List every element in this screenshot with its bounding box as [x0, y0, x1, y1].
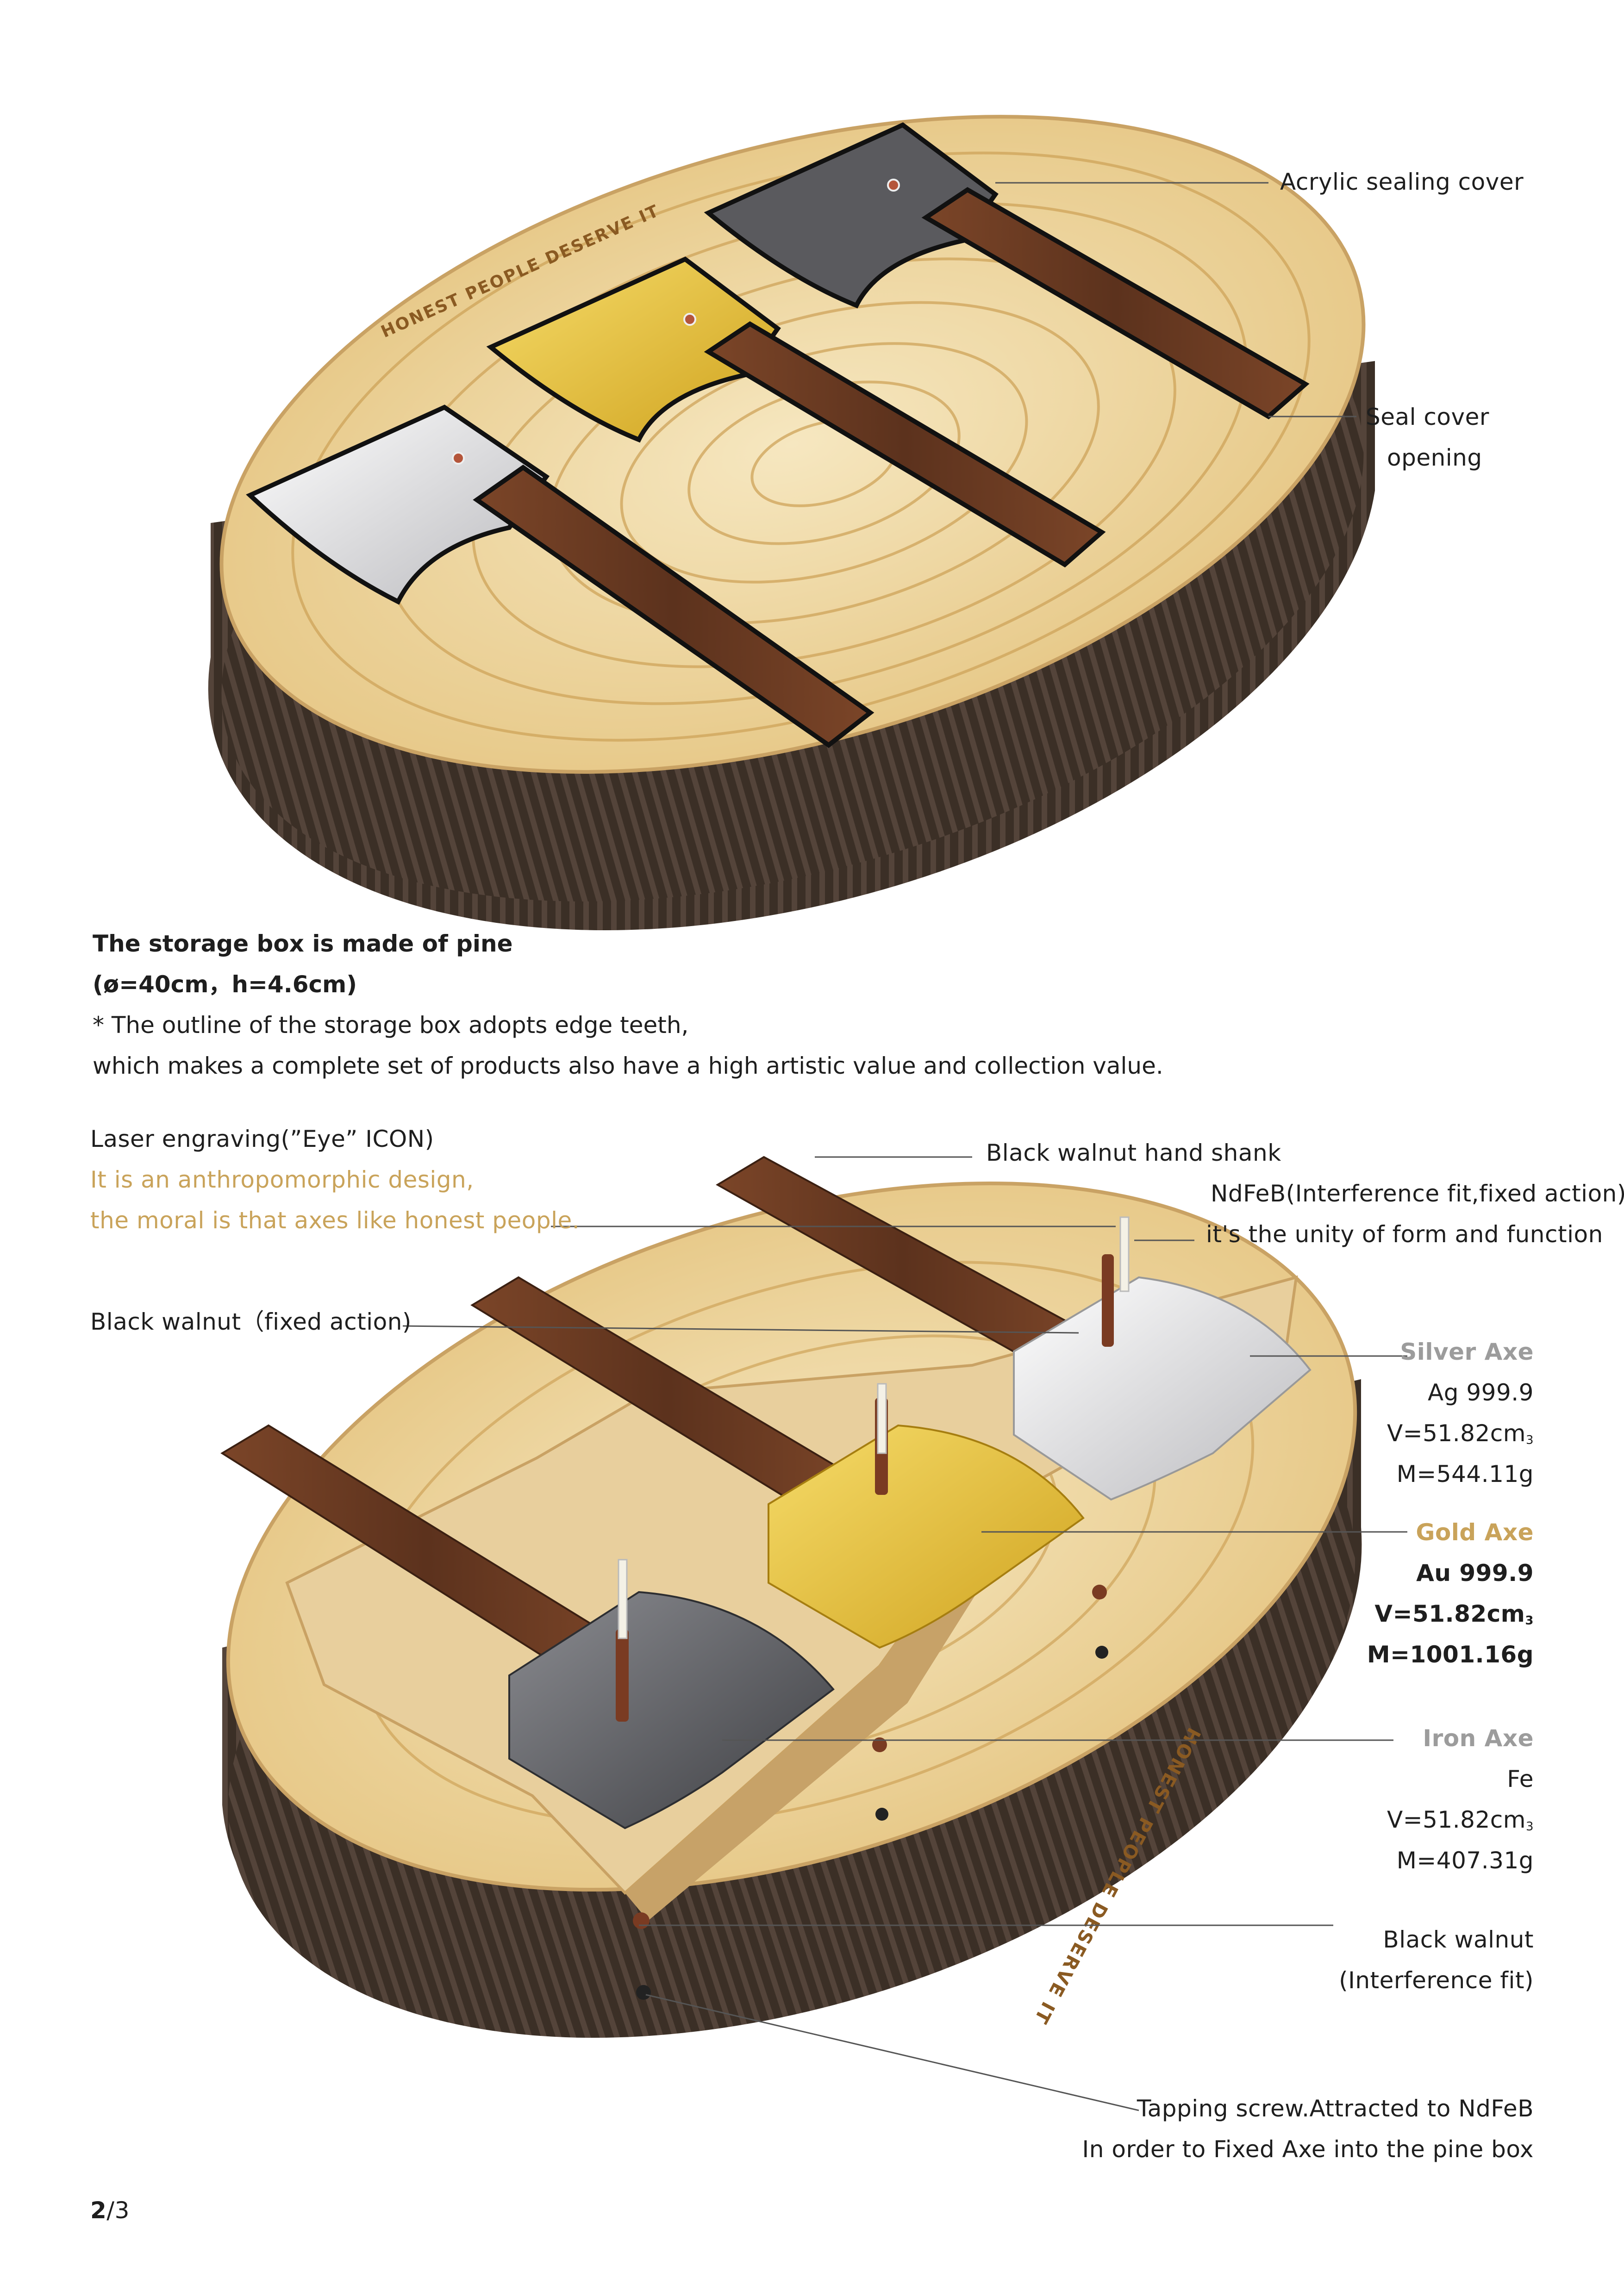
cavity-depth-shading [625, 1504, 1009, 1921]
storage-box-note-1: * The outline of the storage box adopts … [93, 1012, 689, 1039]
page-current: 2 [90, 2197, 107, 2224]
laser-engraving-line-1: It is an anthropomorphic design, [90, 1166, 474, 1193]
walnut-plug [872, 1737, 887, 1752]
top-iron-axe [704, 122, 1310, 420]
screw-hole [636, 1985, 651, 2000]
silver-axe-material: Ag 999.9 [1428, 1379, 1534, 1406]
page-total: /3 [106, 2197, 130, 2224]
gold-axe-name: Gold Axe [1416, 1519, 1534, 1546]
iron-axe-name: Iron Axe [1423, 1725, 1534, 1752]
walnut-interference-label-1: Black walnut [1383, 1926, 1534, 1953]
screw-hole [1095, 1646, 1108, 1659]
tapping-screw-label-2: In order to Fixed Axe into the pine box [1082, 2136, 1534, 2163]
screw-hole [875, 1808, 888, 1821]
bottom-gold-axe [470, 1276, 1085, 1649]
gold-axe-mass: M=1001.16g [1367, 1641, 1534, 1668]
tapping-screw-label-1: Tapping screw.Attracted to NdFeB [1137, 2095, 1534, 2122]
top-gold-axe [486, 256, 1106, 568]
storage-box-heading: The storage box is made of pine [93, 930, 513, 957]
walnut-plug [633, 1912, 650, 1929]
silver-axe-volume: V=51.82cm3 [1387, 1419, 1534, 1455]
iron-axe-mass: M=407.31g [1396, 1847, 1534, 1874]
gold-axe-volume: V=51.82cm3 [1374, 1599, 1534, 1635]
walnut-interference-label-2: (Interference fit) [1339, 1967, 1534, 1994]
silver-axe-volume-value: V=51.82cm [1387, 1420, 1526, 1447]
acrylic-cover-label: Acrylic sealing cover [1280, 168, 1524, 195]
bottom-leader-lines [402, 1156, 1407, 2111]
gold-axe-material: Au 999.9 [1416, 1560, 1534, 1587]
iron-axe-volume: V=51.82cm3 [1387, 1805, 1534, 1841]
iron-axe-volume-value: V=51.82cm [1387, 1806, 1526, 1833]
bottom-iron-axe [220, 1424, 835, 1829]
gold-axe-volume-unit: 3 [1525, 1614, 1534, 1628]
page-indicator: 2/3 [90, 2196, 130, 2225]
iron-axe-volume-unit: 3 [1525, 1820, 1534, 1834]
top-silver-axe [246, 404, 874, 748]
gold-axe-volume-value: V=51.82cm [1374, 1600, 1525, 1627]
ndfeb-label-1: NdFeB(Interference fit,fixed action) [1211, 1180, 1624, 1207]
laser-engraving-line-2: the moral is that axes like honest peopl… [90, 1207, 580, 1234]
storage-box-dimensions: (ø=40cm，h=4.6cm) [93, 971, 357, 998]
ndfeb-label-2: it's the unity of form and function [1206, 1221, 1603, 1248]
storage-box-note-2: which makes a complete set of products a… [93, 1052, 1163, 1079]
walnut-plug [1092, 1585, 1107, 1599]
silver-axe-name: Silver Axe [1400, 1338, 1534, 1365]
bottom-silver-axe [716, 1156, 1312, 1501]
top-leader-lines [995, 182, 1356, 417]
seal-opening-label-1: Seal cover [1366, 404, 1489, 430]
silver-axe-mass: M=544.11g [1396, 1461, 1534, 1487]
silver-axe-volume-unit: 3 [1525, 1433, 1534, 1447]
seal-opening-label-2: opening [1387, 444, 1482, 471]
iron-axe-material: Fe [1507, 1766, 1534, 1792]
laser-engraving-title: Laser engraving(”Eye” ICON) [90, 1126, 434, 1152]
hand-shank-label: Black walnut hand shank [986, 1139, 1281, 1166]
walnut-fixed-label: Black walnut（fixed action) [90, 1308, 412, 1335]
